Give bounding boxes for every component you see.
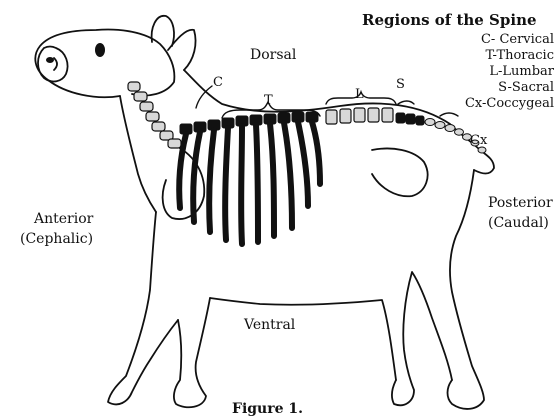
dog-hind-leg-inner bbox=[392, 272, 452, 405]
rib-cage bbox=[179, 122, 320, 244]
dorsal-label: Dorsal bbox=[250, 48, 296, 62]
dog-front-leg-inner bbox=[108, 212, 178, 404]
segment-label-t: T bbox=[264, 94, 273, 107]
dog-eye bbox=[95, 43, 105, 57]
posterior-label: Posterior bbox=[488, 196, 553, 210]
legend-item-cervical: C- Cervical bbox=[481, 33, 554, 46]
dog-thigh-contour bbox=[372, 149, 428, 197]
lumbar-vertebrae bbox=[326, 108, 393, 124]
dog-muzzle-wrinkle bbox=[54, 58, 57, 70]
sacral-vertebrae bbox=[396, 113, 424, 125]
legend-item-thoracic: T-Thoracic bbox=[486, 49, 554, 62]
legend-title: Regions of the Spine bbox=[362, 13, 537, 28]
dog-nose bbox=[46, 57, 54, 63]
segment-label-l: L bbox=[355, 88, 364, 101]
legend-item-coccygeal: Cx-Coccygeal bbox=[465, 97, 554, 110]
cervical-vertebrae bbox=[128, 82, 181, 148]
ventral-label: Ventral bbox=[244, 318, 295, 332]
anterior-sub-label: (Cephalic) bbox=[20, 232, 93, 246]
dog-rump-outline bbox=[448, 170, 485, 409]
sacral-leader bbox=[398, 101, 414, 104]
dog-silhouette bbox=[35, 16, 494, 409]
dog-muzzle-outline bbox=[38, 47, 68, 82]
segment-label-cx: Cx bbox=[470, 134, 487, 147]
figure-caption: Figure 1. bbox=[232, 402, 303, 416]
posterior-sub-label: (Caudal) bbox=[488, 216, 549, 230]
segment-label-s: S bbox=[396, 78, 405, 91]
dog-belly-outline bbox=[210, 298, 396, 380]
coccygeal-leader bbox=[440, 113, 458, 116]
segment-label-c: C bbox=[213, 76, 223, 89]
legend-item-lumbar: L-Lumbar bbox=[489, 65, 554, 78]
dog-tail-outline bbox=[474, 150, 494, 174]
dog-front-leg-outline bbox=[174, 298, 210, 407]
legend-item-sacral: S-Sacral bbox=[498, 81, 554, 94]
anterior-label: Anterior bbox=[34, 212, 93, 226]
dog-left-ear bbox=[152, 16, 174, 46]
